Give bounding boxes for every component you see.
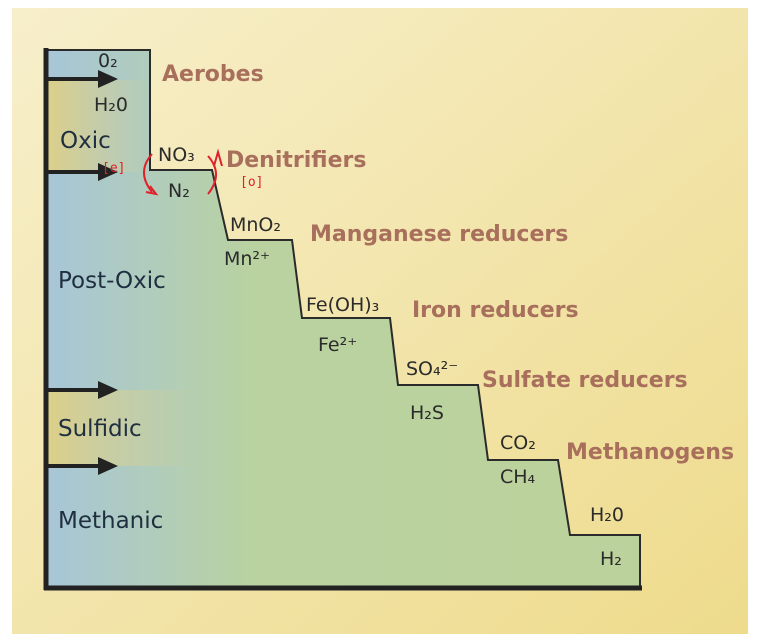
oxic-zone-band <box>46 80 150 172</box>
zone-label-oxic: Oxic <box>60 128 111 154</box>
zone-label-sulfidic: Sulfidic <box>58 416 142 442</box>
species-so4: SO₄²⁻ <box>406 358 459 380</box>
species-h2o-bottom: H₂0 <box>590 504 624 526</box>
species-h2s: H₂S <box>410 402 444 424</box>
species-co2: CO₂ <box>500 432 536 454</box>
organism-sulfate-reducers: Sulfate reducers <box>482 368 688 393</box>
species-feoh3: Fe(OH)₃ <box>306 294 380 316</box>
zone-label-post-oxic: Post-Oxic <box>58 268 166 294</box>
organism-iron-reducers: Iron reducers <box>412 298 579 323</box>
annotation-curves <box>143 148 223 196</box>
organism-methanogens: Methanogens <box>566 440 735 465</box>
species-mno2: MnO₂ <box>230 214 282 236</box>
species-fe2: Fe²⁺ <box>318 334 358 356</box>
species-h2o-top: H₂0 <box>94 94 128 116</box>
species-mn2: Mn²⁺ <box>224 248 271 270</box>
annotation-left-bracket: [e] <box>102 161 126 176</box>
arrow-oxic-bottom <box>46 163 118 181</box>
sulfidic-zone-band <box>46 390 196 466</box>
redox-staircase-outline <box>46 49 641 588</box>
arrow-sulfidic-top <box>46 381 118 399</box>
species-n2: N₂ <box>168 180 190 202</box>
species-h2: H₂ <box>600 548 622 570</box>
zone-label-methanic: Methanic <box>58 508 164 534</box>
arrow-sulfidic-bottom <box>46 457 118 475</box>
organism-denitrifiers: Denitrifiers <box>226 148 367 173</box>
species-ch4: CH₄ <box>500 466 536 488</box>
species-no3: NO₃ <box>158 144 195 166</box>
arrow-oxic-top <box>46 70 118 88</box>
species-o2: 0₂ <box>98 50 118 72</box>
organism-aerobes: Aerobes <box>162 62 264 87</box>
annotation-right-bracket: [o] <box>240 175 264 190</box>
organism-manganese-reducers: Manganese reducers <box>310 222 569 247</box>
